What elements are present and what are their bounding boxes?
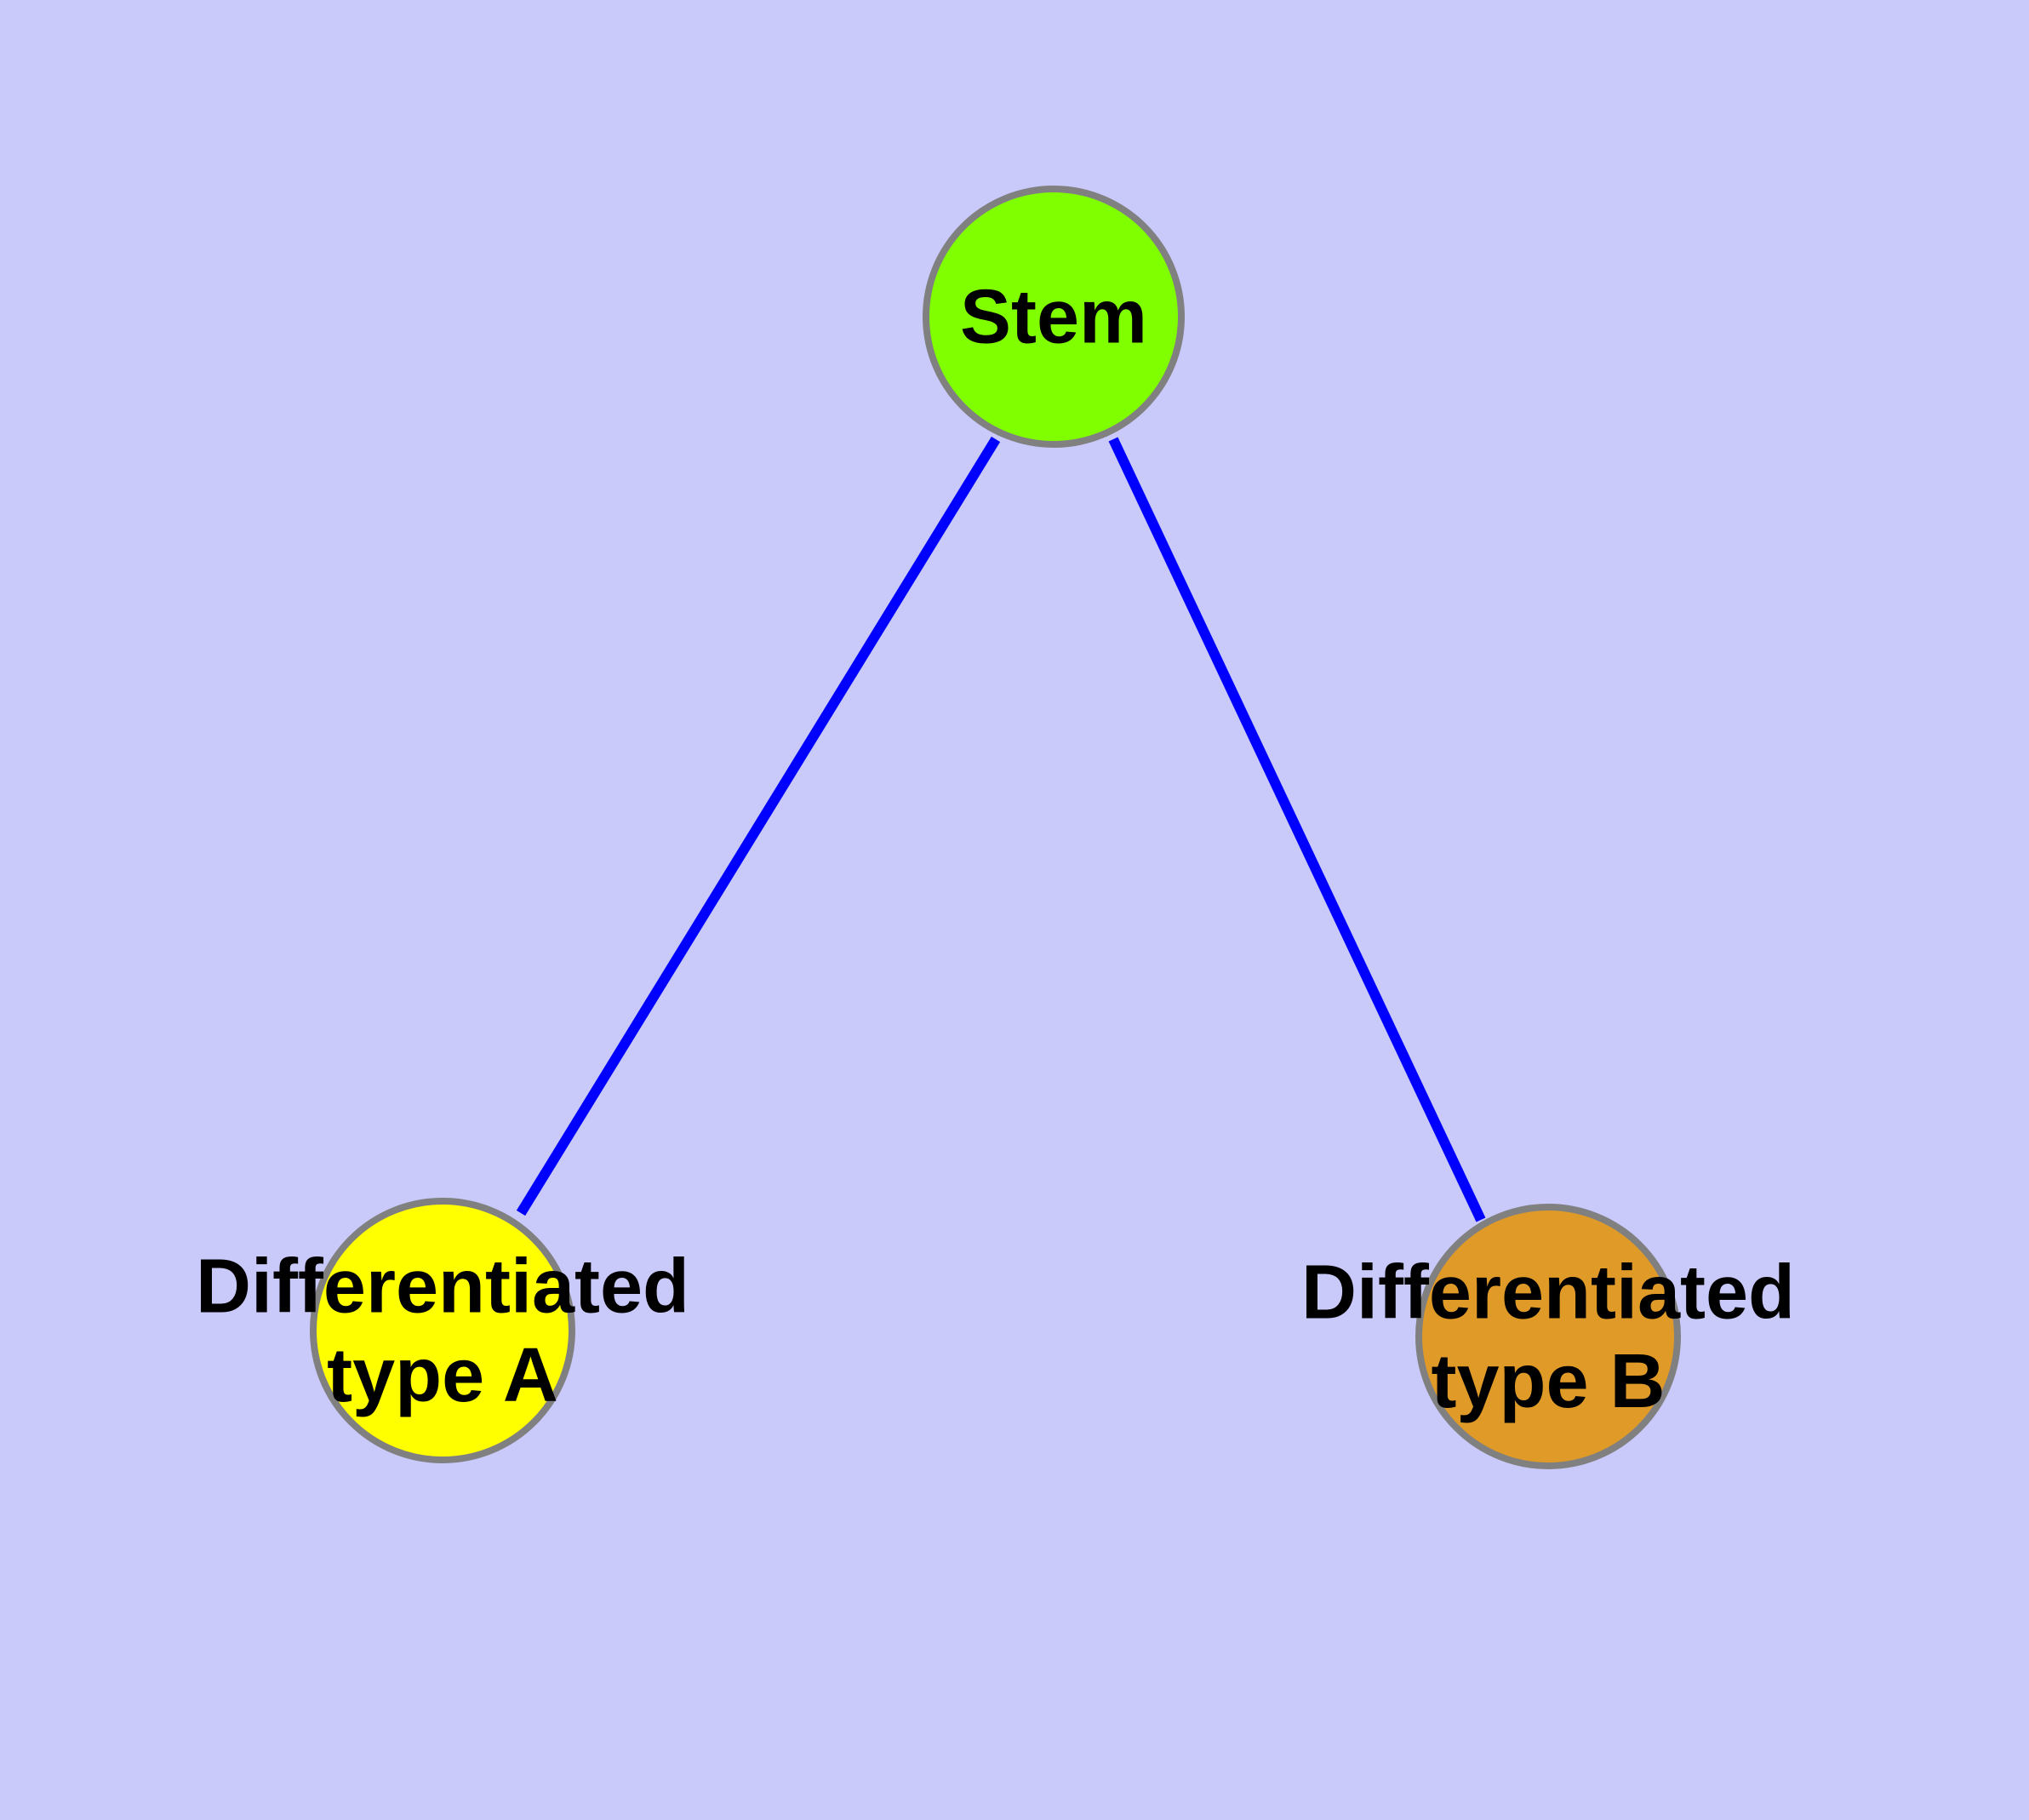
node-label-line: type B [1431,1339,1665,1424]
node-label-line: Differentiated [196,1244,689,1329]
node-label-line: Differentiated [1301,1250,1795,1335]
edge-stem-to-type-a[interactable] [516,436,1001,1216]
node-layer [310,186,1681,1469]
node-stem[interactable] [923,186,1185,448]
node-differentiated-type-b[interactable] [1415,1204,1681,1469]
node-differentiated-type-a[interactable] [310,1198,575,1463]
node-stem-circle[interactable] [923,186,1185,448]
node-label-line: type A [327,1333,558,1418]
edge-layer [516,436,1486,1222]
node-type-a-circle[interactable] [310,1198,575,1463]
node-type-b-circle[interactable] [1415,1204,1681,1469]
edge-stem-to-type-b[interactable] [1108,437,1486,1222]
node-stem-label: Stem [960,275,1147,360]
node-label-line: Stem [960,275,1147,360]
